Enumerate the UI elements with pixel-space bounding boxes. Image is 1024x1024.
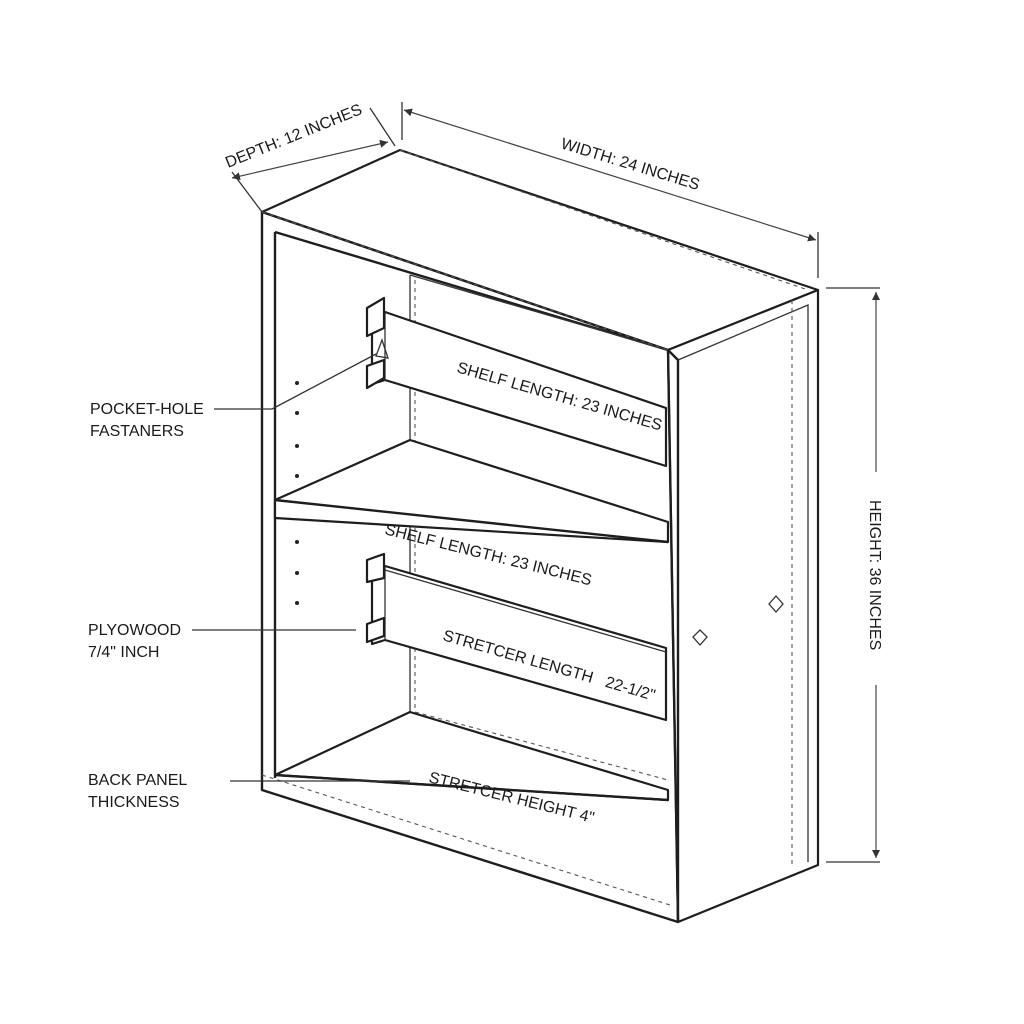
diamond-icon [692,629,708,646]
height-label: HEIGHT: 36 INCHES [866,500,883,650]
back-panel-callout: BACK PANEL THICKNESS [88,772,410,811]
top-panel [260,148,820,352]
pocket-hole-label-1: POCKET-HOLE [90,401,204,418]
back-panel-label-1: BACK PANEL [88,772,187,789]
pocket-hole-upper [375,338,389,359]
width-label: WIDTH: 24 INCHES [559,136,702,194]
plywood-label-1: PLYOWOOD [88,622,181,639]
upper-bracket [365,296,386,338]
pocket-hole-label-2: FASTANERS [90,423,184,440]
shelf-pin-holes [295,381,299,605]
plywood-callout: PLYOWOOD 7/4" INCH [88,622,356,661]
depth-label: DEPTH: 12 INCHES [223,101,365,171]
pocket-hole-callout: POCKET-HOLE FASTANERS [90,353,377,440]
right-side-panel [666,288,820,924]
diamond-icon [768,595,784,613]
lower-stretcher [370,564,668,722]
cabinet [260,148,820,924]
back-panel-label-2: THICKNESS [88,794,180,811]
height-dimension: HEIGHT: 36 INCHES [826,287,883,863]
lower-bracket [365,552,386,584]
middle-shelf [273,438,670,544]
plywood-label-2: 7/4" INCH [88,644,159,661]
